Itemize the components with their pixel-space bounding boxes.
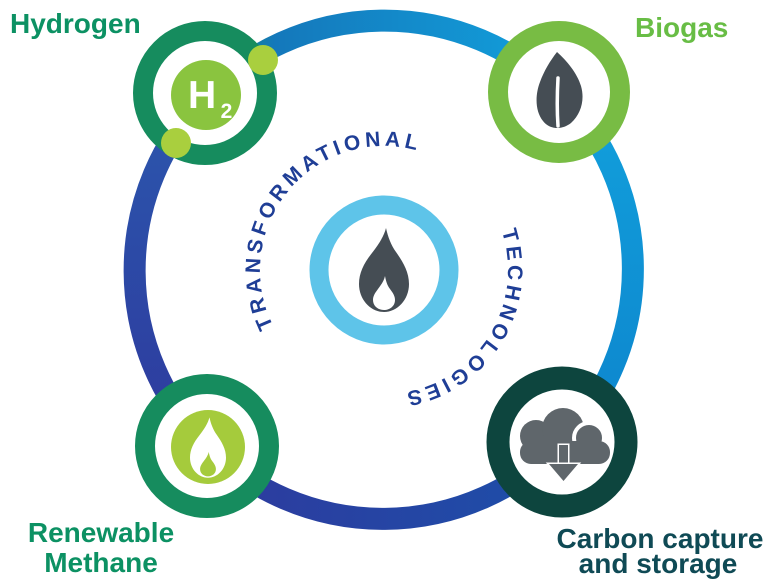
flame-outer-shape	[359, 228, 409, 312]
biogas-label: Biogas	[635, 12, 728, 43]
node-carbon-capture: Carbon capture and storage	[486, 366, 764, 579]
cloud-download-arrow-icon	[520, 408, 610, 484]
hydrogen-dot-bottom	[161, 128, 191, 158]
hydrogen-symbol-h: H	[188, 74, 216, 117]
node-renewable-methane: Renewable Methane	[28, 374, 279, 578]
methane-label-line1: Renewable	[28, 517, 174, 548]
leaf-shape	[536, 52, 583, 129]
flame-outer-shape	[190, 417, 226, 478]
center-hub	[309, 195, 459, 345]
hydrogen-symbol: H 2	[188, 74, 232, 123]
node-biogas: Biogas	[488, 12, 728, 163]
hydrogen-dot-top	[248, 45, 278, 75]
arrow-head	[545, 462, 582, 484]
hydrogen-symbol-subscript: 2	[221, 100, 233, 123]
carbon-label-line1: Carbon capture	[557, 523, 764, 554]
flame-icon	[359, 228, 409, 312]
carbon-label-line2: and storage	[579, 548, 738, 579]
leaf-icon	[536, 52, 583, 129]
download-arrow	[545, 443, 582, 484]
leaf-vein	[555, 76, 560, 128]
flame-inner-shape	[200, 451, 216, 477]
hydrogen-label: Hydrogen	[10, 8, 141, 39]
hydrogen-disc	[171, 60, 241, 130]
methane-label-line2: Methane	[44, 547, 158, 578]
flame-inner-shape	[373, 276, 395, 310]
node-hydrogen: H 2 Hydrogen	[10, 8, 278, 165]
flame-icon	[190, 417, 226, 478]
